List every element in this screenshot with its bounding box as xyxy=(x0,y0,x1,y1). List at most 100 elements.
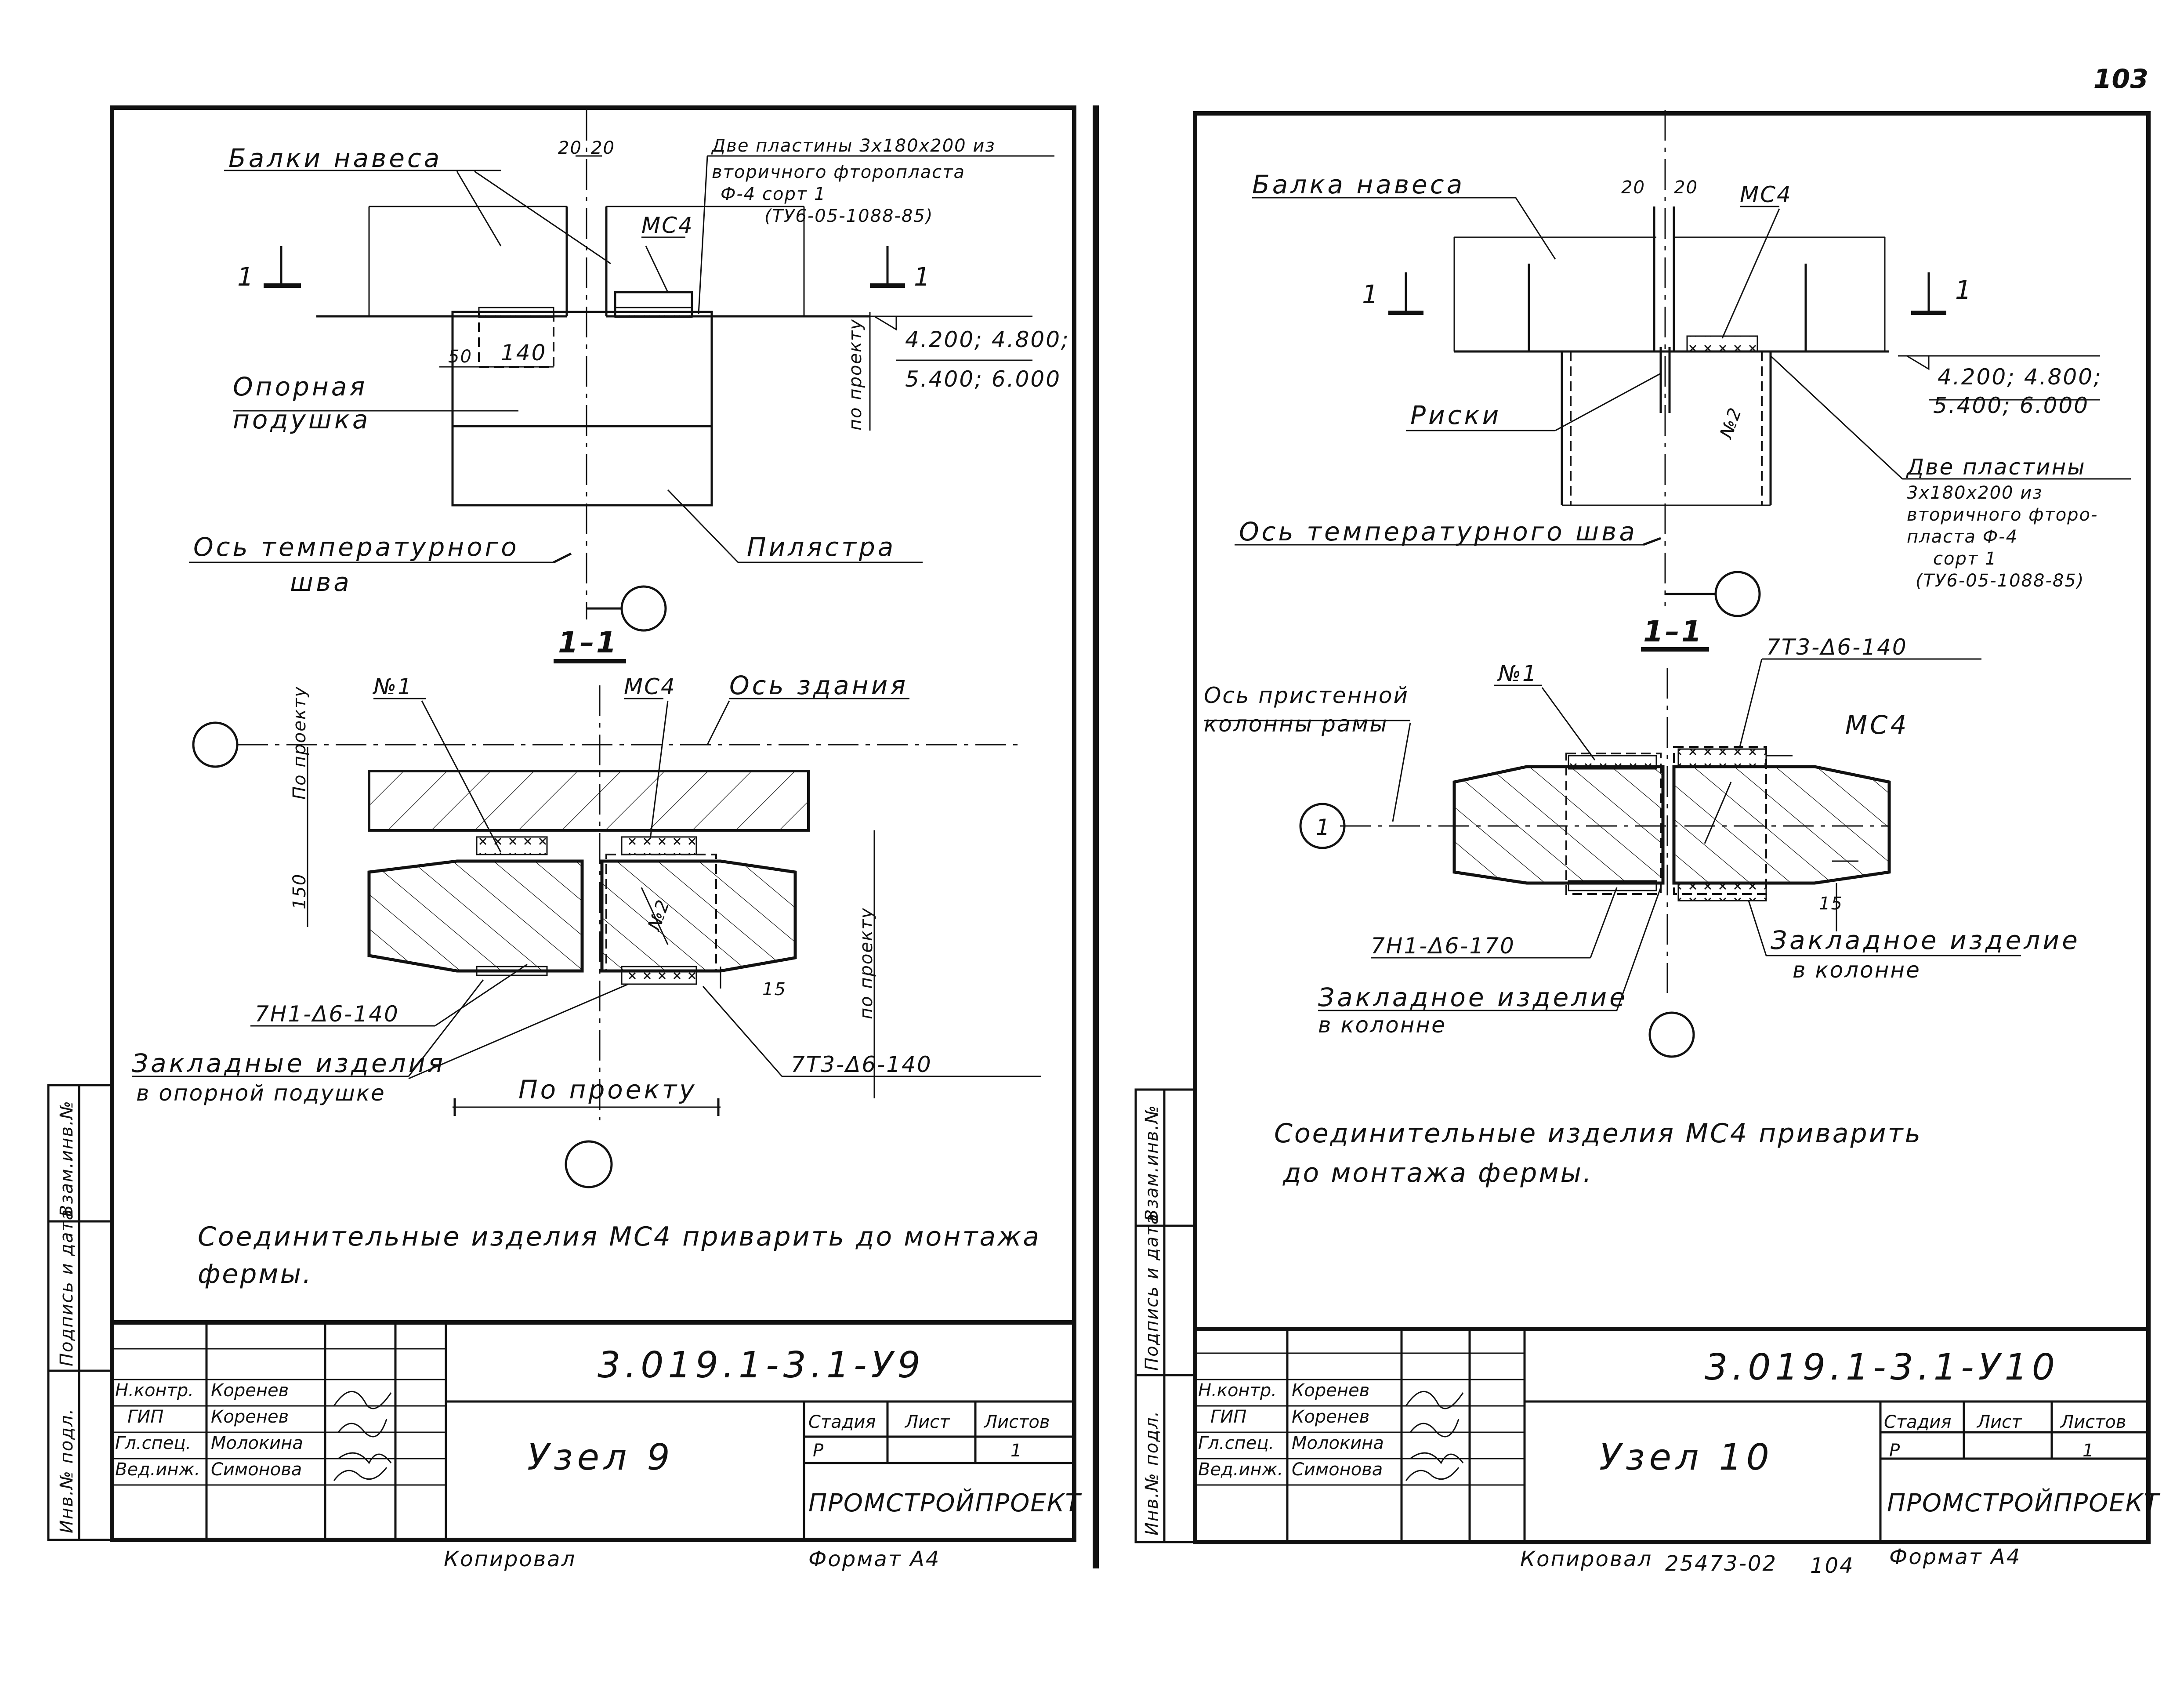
dim-15: 15 xyxy=(1819,894,1843,914)
dim-50: 50 xyxy=(448,347,472,367)
building-axis-label: Ось здания xyxy=(729,670,908,700)
org-name: ПРОМСТРОЙПРОЕКТ xyxy=(1887,1489,2160,1517)
note-line-1: Соединительные изделия МС4 приварить до … xyxy=(198,1221,1041,1252)
titleblock-9 xyxy=(110,1320,1076,1542)
elevation-1: 4.200; 4.800; xyxy=(1938,364,2102,390)
podpis-data-label: Подпись и дата xyxy=(1142,1213,1162,1371)
stage-value: Р xyxy=(1889,1441,1900,1461)
elevation-detail-9 xyxy=(189,110,1054,632)
stage-value: Р xyxy=(813,1441,824,1461)
n1-label: №1 xyxy=(372,674,413,699)
riski-label: Риски xyxy=(1410,400,1501,430)
name-gip: Коренев xyxy=(211,1407,289,1427)
titleblock-10 xyxy=(1193,1327,2151,1544)
embed-left-2: в колонне xyxy=(1318,1012,1446,1038)
sheet-uzel10: Инв.№ подл. Подпись и дата Взам.инв.№ xyxy=(1134,110,2151,1544)
pad-label-2: подушка xyxy=(233,405,370,435)
embed-label-2: в опорной подушке xyxy=(136,1080,386,1106)
role-ved-inzh: Вед.инж. xyxy=(115,1459,200,1480)
drawing-title: Узел 10 xyxy=(1599,1437,1774,1478)
section-1-1-sheet9 xyxy=(132,659,1041,1188)
dim-150: 150 xyxy=(290,873,310,909)
temp-axis-label-1: Ось температурного xyxy=(193,532,519,562)
name-gl-spec: Молокина xyxy=(1292,1433,1384,1453)
po-proektu-2: по проекту xyxy=(856,907,876,1019)
sheets-count: 1 xyxy=(1011,1441,1021,1461)
name-n-kontr: Коренев xyxy=(211,1380,289,1401)
format-label: Формат А4 xyxy=(1889,1545,2021,1569)
plates-label-6: (ТУ6-05-1088-85) xyxy=(1916,571,2084,591)
annotations-9: Балки навеса 20 20 Две пластины 3х180х20… xyxy=(132,136,1068,1289)
hdr-list: Лист xyxy=(904,1412,950,1432)
copied-label: Копировал xyxy=(444,1547,576,1572)
vzam-inv-label: Взам.инв.№ xyxy=(1142,1105,1162,1221)
section-1-1-sheet10 xyxy=(1204,647,2021,1058)
annotations-10: Балка навеса 20 20 МС4 1 1 4.200; 4.800;… xyxy=(1204,170,2102,1188)
temp-axis-label-2: шва xyxy=(290,567,352,597)
titleblock-text-9: Н.контр. ГИП Гл.спец. Вед.инж. Коренев К… xyxy=(115,1344,1081,1572)
pilaster-label: Пилястра xyxy=(747,532,896,562)
hdr-list: Лист xyxy=(1976,1412,2022,1432)
plates-label-2: вторичного фторопласта xyxy=(712,162,965,182)
drawing-code: 3.019.1-3.1-У10 xyxy=(1705,1347,2059,1388)
col-axis-label-2: колонны рамы xyxy=(1204,711,1388,737)
role-gip: ГИП xyxy=(127,1407,163,1427)
signatures xyxy=(1405,1391,1464,1481)
dim-20-left: 20 xyxy=(558,138,582,158)
titleblock-text-10: Н.контр. ГИП Гл.спец. Вед.инж. Коренев К… xyxy=(1198,1347,2160,1578)
name-ved-inzh: Симонова xyxy=(211,1459,302,1480)
plates-label-3: Ф-4 сорт 1 xyxy=(721,184,826,204)
embed-right-1: Закладное изделие xyxy=(1771,925,2080,955)
side-stamp: Инв.№ подл. Подпись и дата Взам.инв.№ xyxy=(1134,1088,1196,1543)
po-proektu-vertical: по проекту xyxy=(845,319,866,431)
name-ved-inzh: Симонова xyxy=(1292,1459,1383,1480)
mc4-top-label: МС4 xyxy=(1740,182,1792,207)
elevation-detail-10 xyxy=(1235,110,2131,617)
dim-20-left: 20 xyxy=(1621,177,1645,198)
dim-140: 140 xyxy=(501,340,547,366)
hdr-stadia: Стадия xyxy=(808,1412,876,1432)
section-mark-left: 1 xyxy=(1362,279,1381,309)
po-proektu-1: По проекту xyxy=(290,686,310,800)
role-gl-spec: Гл.спец. xyxy=(115,1433,191,1453)
plates-label-5: сорт 1 xyxy=(1933,549,1997,569)
copied-label: Копировал xyxy=(1520,1547,1652,1572)
plates-label-1: Две пластины 3х180х200 из xyxy=(711,136,996,156)
note-line-1: Соединительные изделия МС4 приварить xyxy=(1274,1118,1922,1149)
weld-right-label: 7Т3-Δ6-140 xyxy=(791,1052,932,1077)
drawing-code: 3.019.1-3.1-У9 xyxy=(598,1344,925,1386)
weld-left-label: 7Н1-Δ6-140 xyxy=(255,1001,399,1027)
mc4-section-label: МС4 xyxy=(624,674,676,699)
name-gip: Коренев xyxy=(1292,1407,1369,1427)
section-title: 1–1 xyxy=(558,626,618,659)
role-gl-spec: Гл.спец. xyxy=(1198,1433,1274,1453)
sheets-count: 1 xyxy=(2083,1441,2093,1461)
inv-podl-label: Инв.№ подл. xyxy=(1142,1410,1162,1536)
beams-label: Балка навеса xyxy=(1252,170,1465,199)
hdr-listov: Листов xyxy=(2060,1412,2126,1432)
col-axis-label-1: Ось пристенной xyxy=(1204,683,1409,708)
side-stamp: Инв.№ подл. Подпись и дата Взам.инв.№ xyxy=(47,1084,113,1541)
plates-label-4: (ТУ6-05-1088-85) xyxy=(764,206,933,226)
n1-label: №1 xyxy=(1497,661,1538,686)
role-n-kontr: Н.контр. xyxy=(115,1380,194,1401)
weld-right-label: 7Т3-Δ6-140 xyxy=(1766,634,1908,660)
role-n-kontr: Н.контр. xyxy=(1198,1380,1277,1401)
section-mark-right: 1 xyxy=(1955,275,1974,305)
temp-axis-label: Ось температурного шва xyxy=(1239,517,1637,547)
hdr-listov: Листов xyxy=(983,1412,1050,1432)
page-number: 103 xyxy=(2093,64,2148,94)
mc4-top-label: МС4 xyxy=(641,213,694,238)
mc4-section-label: МС4 xyxy=(1845,710,1909,740)
note-line-2: до монтажа фермы. xyxy=(1282,1158,1593,1188)
name-n-kontr: Коренев xyxy=(1292,1380,1369,1401)
vzam-inv-label: Взам.инв.№ xyxy=(57,1100,77,1217)
section-title: 1–1 xyxy=(1643,615,1703,648)
copy-number: 25473-02 xyxy=(1665,1551,1777,1576)
format-label: Формат А4 xyxy=(808,1547,940,1572)
weld-left-label: 7Н1-Δ6-170 xyxy=(1371,933,1515,959)
plates-label-1: Две пластины xyxy=(1906,454,2086,480)
dim-20-right: 20 xyxy=(591,138,615,158)
dim-20-right: 20 xyxy=(1674,177,1698,198)
